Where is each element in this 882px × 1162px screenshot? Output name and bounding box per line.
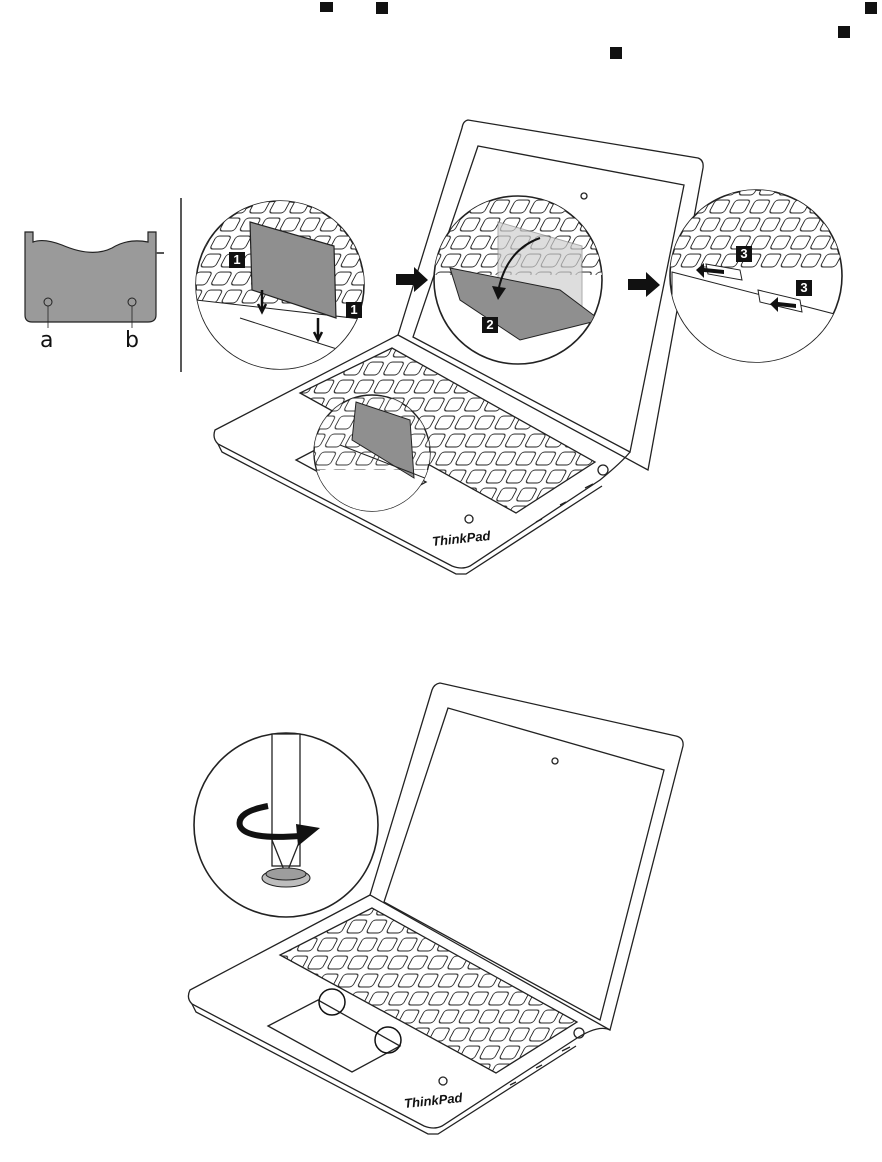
- zoom-circle-screwdriver: [194, 733, 378, 917]
- screw-location-icon: [319, 989, 345, 1015]
